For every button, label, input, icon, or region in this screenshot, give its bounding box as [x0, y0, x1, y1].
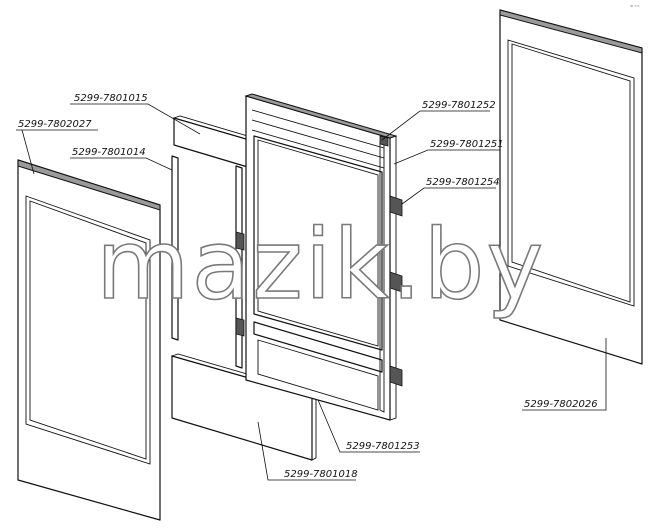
label-5299-7801251: 5299-7801251 — [430, 139, 504, 150]
label-5299-7802026: 5299-7802026 — [524, 399, 598, 410]
callouts: 5299-7801015 5299-7802027 5299-7801014 5… — [16, 93, 607, 481]
door-frame — [244, 93, 403, 421]
label-5299-7802027: 5299-7802027 — [18, 119, 92, 130]
label-5299-7801253: 5299-7801253 — [346, 441, 420, 452]
label-5299-7801015: 5299-7801015 — [74, 93, 148, 104]
label-5299-7801018: 5299-7801018 — [284, 469, 358, 480]
label-5299-7801252: 5299-7801252 — [422, 100, 496, 111]
left-seal-strip — [171, 155, 179, 341]
left-door-panel — [17, 159, 161, 521]
label-5299-7801014: 5299-7801014 — [72, 147, 146, 158]
label-5299-7801254: 5299-7801254 — [426, 177, 500, 188]
watermark: mazik.by — [96, 209, 545, 321]
right-door-panel — [499, 9, 643, 365]
corner-mark: ᵈᵖ ⁿⁿⁿ — [630, 4, 640, 9]
